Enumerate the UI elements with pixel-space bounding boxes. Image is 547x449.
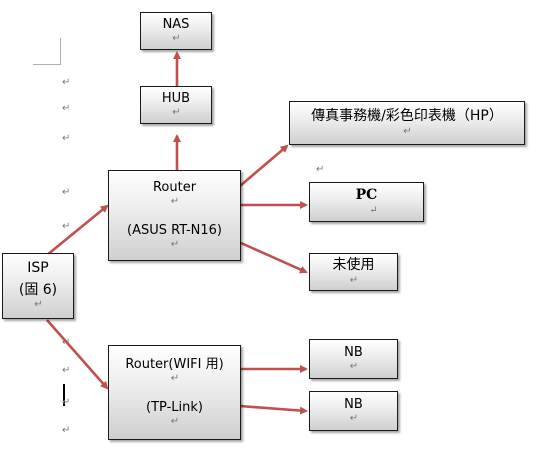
paragraph-mark-icon: ↵ (316, 164, 325, 175)
page-corner-mark-horizontal (33, 64, 61, 65)
node-nb-1: NB↵ (309, 339, 398, 379)
paragraph-mark-icon: ↵ (62, 77, 71, 88)
node-isp: ISP (固 6)↵ (2, 253, 74, 319)
paragraph-mark-icon: ↵ (62, 425, 71, 436)
node-router-asus-label-line2: (ASUS RT-N16) (127, 222, 222, 238)
paragraph-mark-icon: ↵ (172, 32, 181, 44)
node-nb-2-label: NB (344, 396, 363, 412)
paragraph-mark-icon: ↵ (170, 373, 180, 384)
node-unused: 未使用↵ (309, 253, 398, 291)
node-printer-label: 傳真事務機/彩色印表機（HP） (311, 108, 503, 124)
node-hub-label: HUB (161, 90, 191, 106)
node-hub: HUB↵ (140, 86, 212, 124)
node-nas-label: NAS (162, 16, 190, 32)
node-router-asus: Router↵ (ASUS RT-N16)↵ (108, 170, 241, 261)
arrow-router-tplink-to-nb2 (239, 404, 308, 415)
arrow-router-to-printer (239, 144, 289, 187)
paragraph-mark-icon: ↵ (349, 274, 359, 286)
paragraph-mark-icon: ↵ (34, 299, 43, 311)
paragraph-mark-icon: ↵ (349, 412, 359, 424)
node-nb-1-label: NB (344, 344, 363, 360)
paragraph-mark-icon: ↵ (172, 106, 181, 118)
paragraph-mark-icon: ↵ (170, 238, 180, 250)
node-router-asus-label-line1: Router (152, 179, 197, 195)
node-nas: NAS↵ (140, 12, 212, 50)
page-corner-mark (60, 38, 61, 64)
node-printer: 傳真事務機/彩色印表機（HP）↵ (289, 101, 525, 145)
node-isp-label-line2: (固 6) (18, 281, 58, 298)
paragraph-mark-icon: ↵ (170, 415, 180, 427)
paragraph-mark-icon: ↵ (403, 125, 412, 137)
node-router-tplink: Router(WIFI 用)↵ (TP-Link)↵ (108, 345, 241, 440)
node-pc: PC↵ (309, 182, 424, 222)
arrow-isp-to-router-asus (46, 204, 109, 257)
paragraph-mark-icon: ↵ (62, 397, 71, 408)
paragraph-mark-icon: ↵ (369, 204, 378, 216)
node-router-tplink-label-line2: (TP-Link) (146, 399, 203, 415)
node-nb-2: NB↵ (309, 391, 398, 431)
node-unused-label: 未使用 (332, 257, 375, 273)
text-cursor (63, 384, 65, 406)
paragraph-mark-icon: ↵ (62, 365, 71, 376)
paragraph-mark-icon: ↵ (62, 103, 71, 114)
paragraph-mark-icon: ↵ (62, 187, 71, 198)
node-pc-label: PC (355, 187, 378, 203)
paragraph-mark-icon: ↵ (62, 133, 71, 144)
arrow-isp-to-router-tplink (46, 319, 109, 390)
arrow-router-to-unused (240, 241, 308, 274)
paragraph-mark-icon: ↵ (170, 196, 180, 207)
paragraph-mark-icon: ↵ (62, 221, 71, 232)
node-isp-label-line1: ISP (27, 260, 49, 277)
paragraph-mark-icon: ↵ (349, 360, 359, 372)
node-router-tplink-label-line1: Router(WIFI 用) (125, 356, 224, 372)
